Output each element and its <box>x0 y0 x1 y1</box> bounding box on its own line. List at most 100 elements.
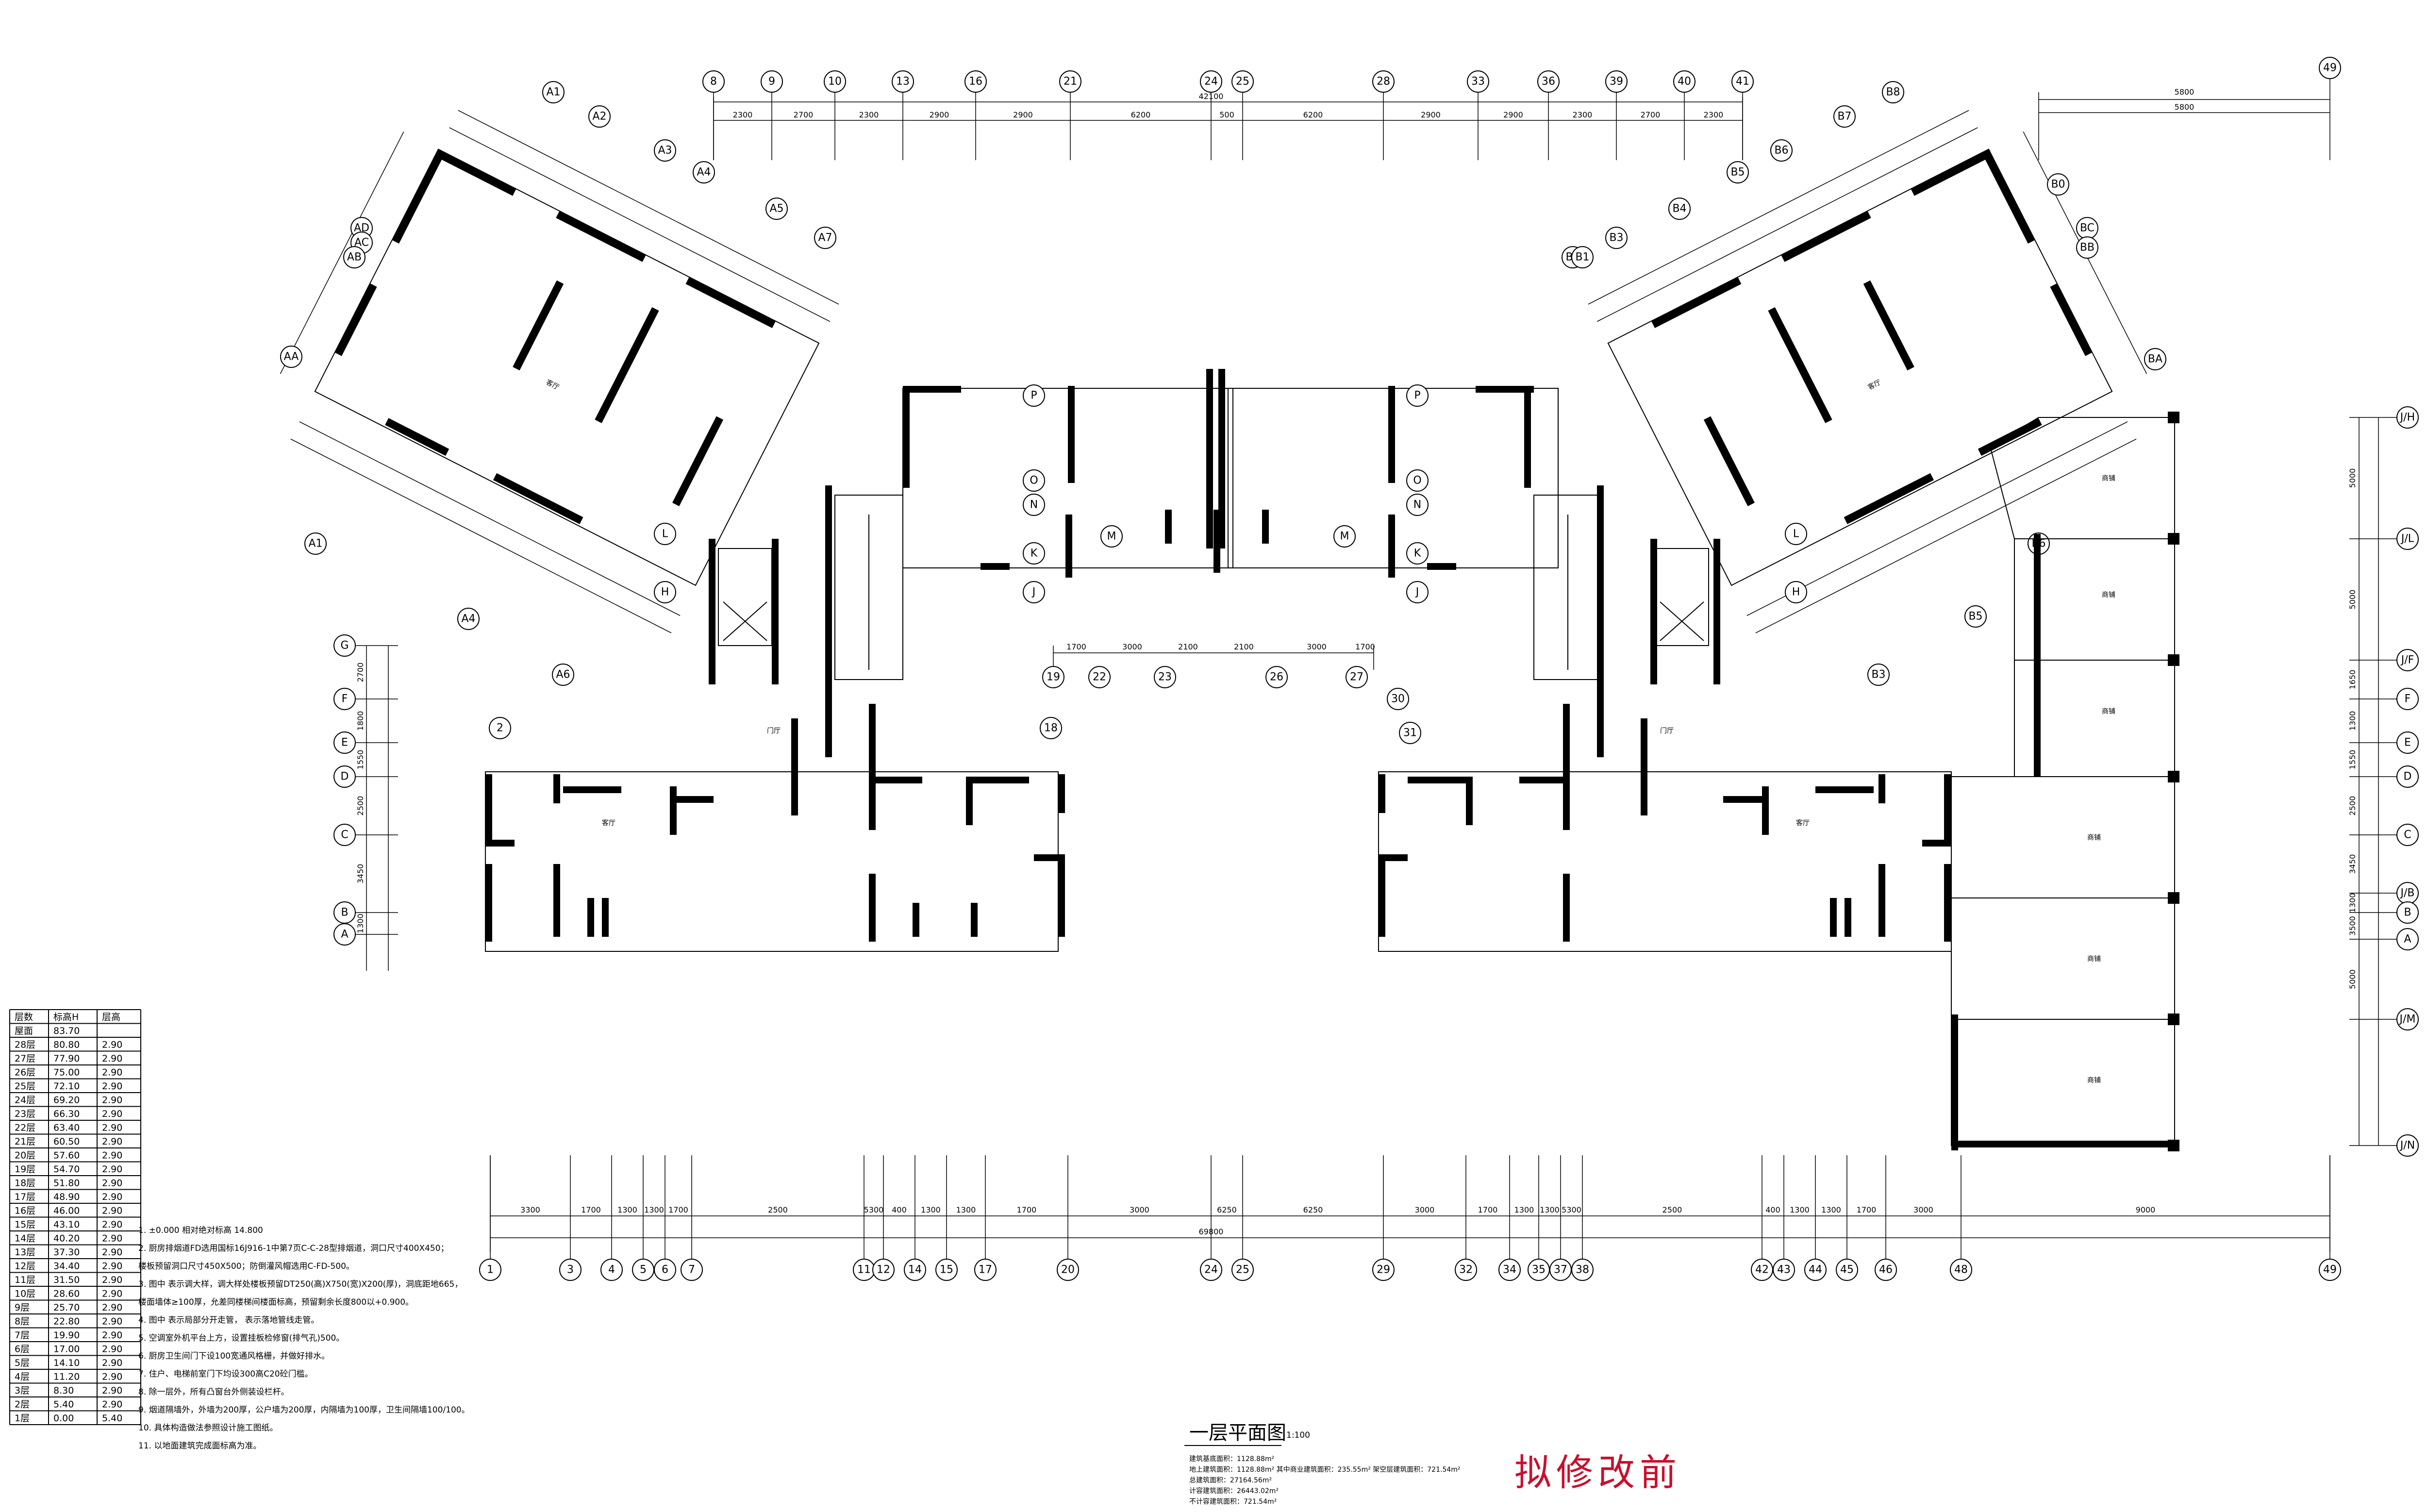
axis-mid-22-label: 22 <box>1093 671 1106 683</box>
level-table-cell: 2.90 <box>102 1261 122 1272</box>
shop-columns <box>2168 412 2179 1151</box>
axis-bottom-3-1: 3 <box>559 1259 582 1281</box>
level-table-cell: 7层 <box>15 1330 30 1341</box>
lower-right-room-label: 客厅 <box>1796 819 1810 827</box>
axis-bottom-3-1-label: 3 <box>567 1264 574 1276</box>
level-table-cell: 34.40 <box>53 1261 80 1272</box>
level-table-cell: 2.90 <box>102 1164 122 1175</box>
axis-wing-left-0: A1 <box>542 81 565 103</box>
level-table-cell: 2.90 <box>102 1067 122 1078</box>
bottom-dim-21: 1300 <box>1790 1205 1810 1214</box>
axis-wing-right-9-label: BC <box>2080 222 2095 234</box>
right-dim-0: 5000 <box>2348 468 2357 488</box>
bottom-dim-12: 6250 <box>1217 1205 1237 1214</box>
axis-wing-right-7-label: B1 <box>1575 251 1589 264</box>
level-table-cell: 2.90 <box>102 1344 122 1355</box>
level-table-cell: 48.90 <box>53 1192 80 1202</box>
axis-wing-left-2-label: A3 <box>658 145 672 157</box>
mid-dim-5: 1700 <box>1355 642 1375 651</box>
axis-mid-19: 19 <box>1042 666 1064 688</box>
axis-top-8-label: 8 <box>710 76 717 88</box>
axis-core-right-O: O <box>1406 469 1429 492</box>
lower-right-lobby-label: 门厅 <box>1660 727 1674 735</box>
axis-wing-right-2-label: B6 <box>1774 145 1788 157</box>
note-line-10: 9. 烟道隔墙外，外墙为200厚，公户墙为200厚，内隔墙为100厚，卫生间隔墙… <box>138 1405 470 1415</box>
axis-core-right-N-label: N <box>1413 499 1421 511</box>
axis-bottom-49-26-label: 49 <box>2323 1264 2337 1276</box>
bottom-dim-8: 1300 <box>921 1205 941 1214</box>
shop-label-1: 商铺 <box>2102 475 2115 482</box>
top-dim-2: 2300 <box>859 110 879 119</box>
bottom-dim-24: 3000 <box>1913 1205 1933 1214</box>
central-upper-block <box>709 369 1720 757</box>
bottom-dim-7: 400 <box>892 1205 907 1214</box>
axis-bottom-7-5: 7 <box>681 1259 703 1281</box>
left-wing: 客厅 <box>280 110 839 633</box>
level-table-cell: 2层 <box>15 1399 30 1410</box>
axis-bottom-44-22: 44 <box>1804 1259 1827 1281</box>
level-table-cell: 25层 <box>15 1081 35 1092</box>
axis-wing-right-11-label: BA <box>2148 353 2162 366</box>
shop-label-6: 商铺 <box>2087 1077 2101 1084</box>
level-table-cell: 2.90 <box>102 1372 122 1382</box>
axis-bottom-38-19-label: 38 <box>1576 1264 1589 1276</box>
bottom-dim-15: 1700 <box>1478 1205 1498 1214</box>
axis-top-36: 36 <box>1537 70 1560 93</box>
axis-bottom-11-6: 11 <box>853 1259 875 1281</box>
bottom-dim-13: 6250 <box>1303 1205 1323 1214</box>
axis-bottom-20-11: 20 <box>1057 1259 1079 1281</box>
axis-top-16: 16 <box>964 70 987 93</box>
axis-top-24-label: 24 <box>1204 76 1218 88</box>
shop-label-4: 商铺 <box>2087 834 2101 842</box>
drawing-title: 一层平面图 <box>1189 1422 1286 1444</box>
axis-right-8: B <box>2396 901 2419 924</box>
right-dim-4: 1550 <box>2348 750 2357 770</box>
axis-bottom-46-24: 46 <box>1875 1259 1897 1281</box>
axis-top-39: 39 <box>1605 70 1628 93</box>
mid-dim-3: 2100 <box>1234 642 1254 651</box>
level-table-cell: 43.10 <box>53 1219 80 1230</box>
summary-line-3: 计容建筑面积：26443.02m² <box>1189 1487 1279 1495</box>
axis-bottom-1-0: 1 <box>479 1259 501 1281</box>
level-table-cell: 25.70 <box>53 1302 80 1313</box>
axis-core-right-P-label: P <box>1414 390 1420 402</box>
axis-right-8-label: B <box>2404 907 2411 919</box>
axis-core-left-H: H <box>654 581 676 603</box>
axis-top-10: 10 <box>824 70 846 93</box>
mid-dim-1: 3000 <box>1122 642 1142 651</box>
axis-right-11-label: J/N <box>2399 1140 2415 1152</box>
axis-bottom-43-21-label: 43 <box>1777 1264 1791 1276</box>
axis-core-right-J-label: J <box>1415 586 1419 598</box>
axis-right-2: J/F <box>2396 649 2419 671</box>
axis-wing-left-12-label: A6 <box>556 669 570 681</box>
axis-mid-2: 2 <box>489 717 511 739</box>
axis-left-A-label: A <box>341 929 348 941</box>
shop-column-0 <box>2168 412 2179 423</box>
right-wing-axis-markers: B8B7B6B5B4B3B2B1B0BCBBBAB6B5B3 <box>1562 81 2166 686</box>
axis-wing-right-10-label: BB <box>2080 242 2095 254</box>
axis-wing-right-5-label: B3 <box>1609 232 1623 244</box>
axis-wing-right-1-label: B7 <box>1837 111 1851 123</box>
level-table-cell: 2.90 <box>102 1247 122 1258</box>
level-table-cell: 27层 <box>15 1053 35 1064</box>
axis-bottom-25-13-label: 25 <box>1236 1264 1249 1276</box>
axis-top-25: 25 <box>1231 70 1254 93</box>
axis-wing-left-8-label: AB <box>347 251 362 264</box>
top-right-dim-1: 5800 <box>2175 87 2194 97</box>
axis-wing-right-3-label: B5 <box>1730 166 1745 179</box>
bottom-dim-4: 1700 <box>668 1205 688 1214</box>
lower-left-room-label: 客厅 <box>602 819 615 827</box>
axis-mid-31-label: 31 <box>1403 727 1417 739</box>
right-dim-9: 5000 <box>2348 969 2357 989</box>
level-table-header-1: 标高H <box>53 1012 79 1023</box>
axis-core-left-H-label: H <box>661 586 669 598</box>
level-table-cell: 5层 <box>15 1358 30 1368</box>
axis-top-41-label: 41 <box>1736 76 1749 88</box>
level-table-cell: 2.90 <box>102 1233 122 1244</box>
level-table-cell: 72.10 <box>53 1081 80 1092</box>
axis-core-right-M: M <box>1333 525 1356 548</box>
